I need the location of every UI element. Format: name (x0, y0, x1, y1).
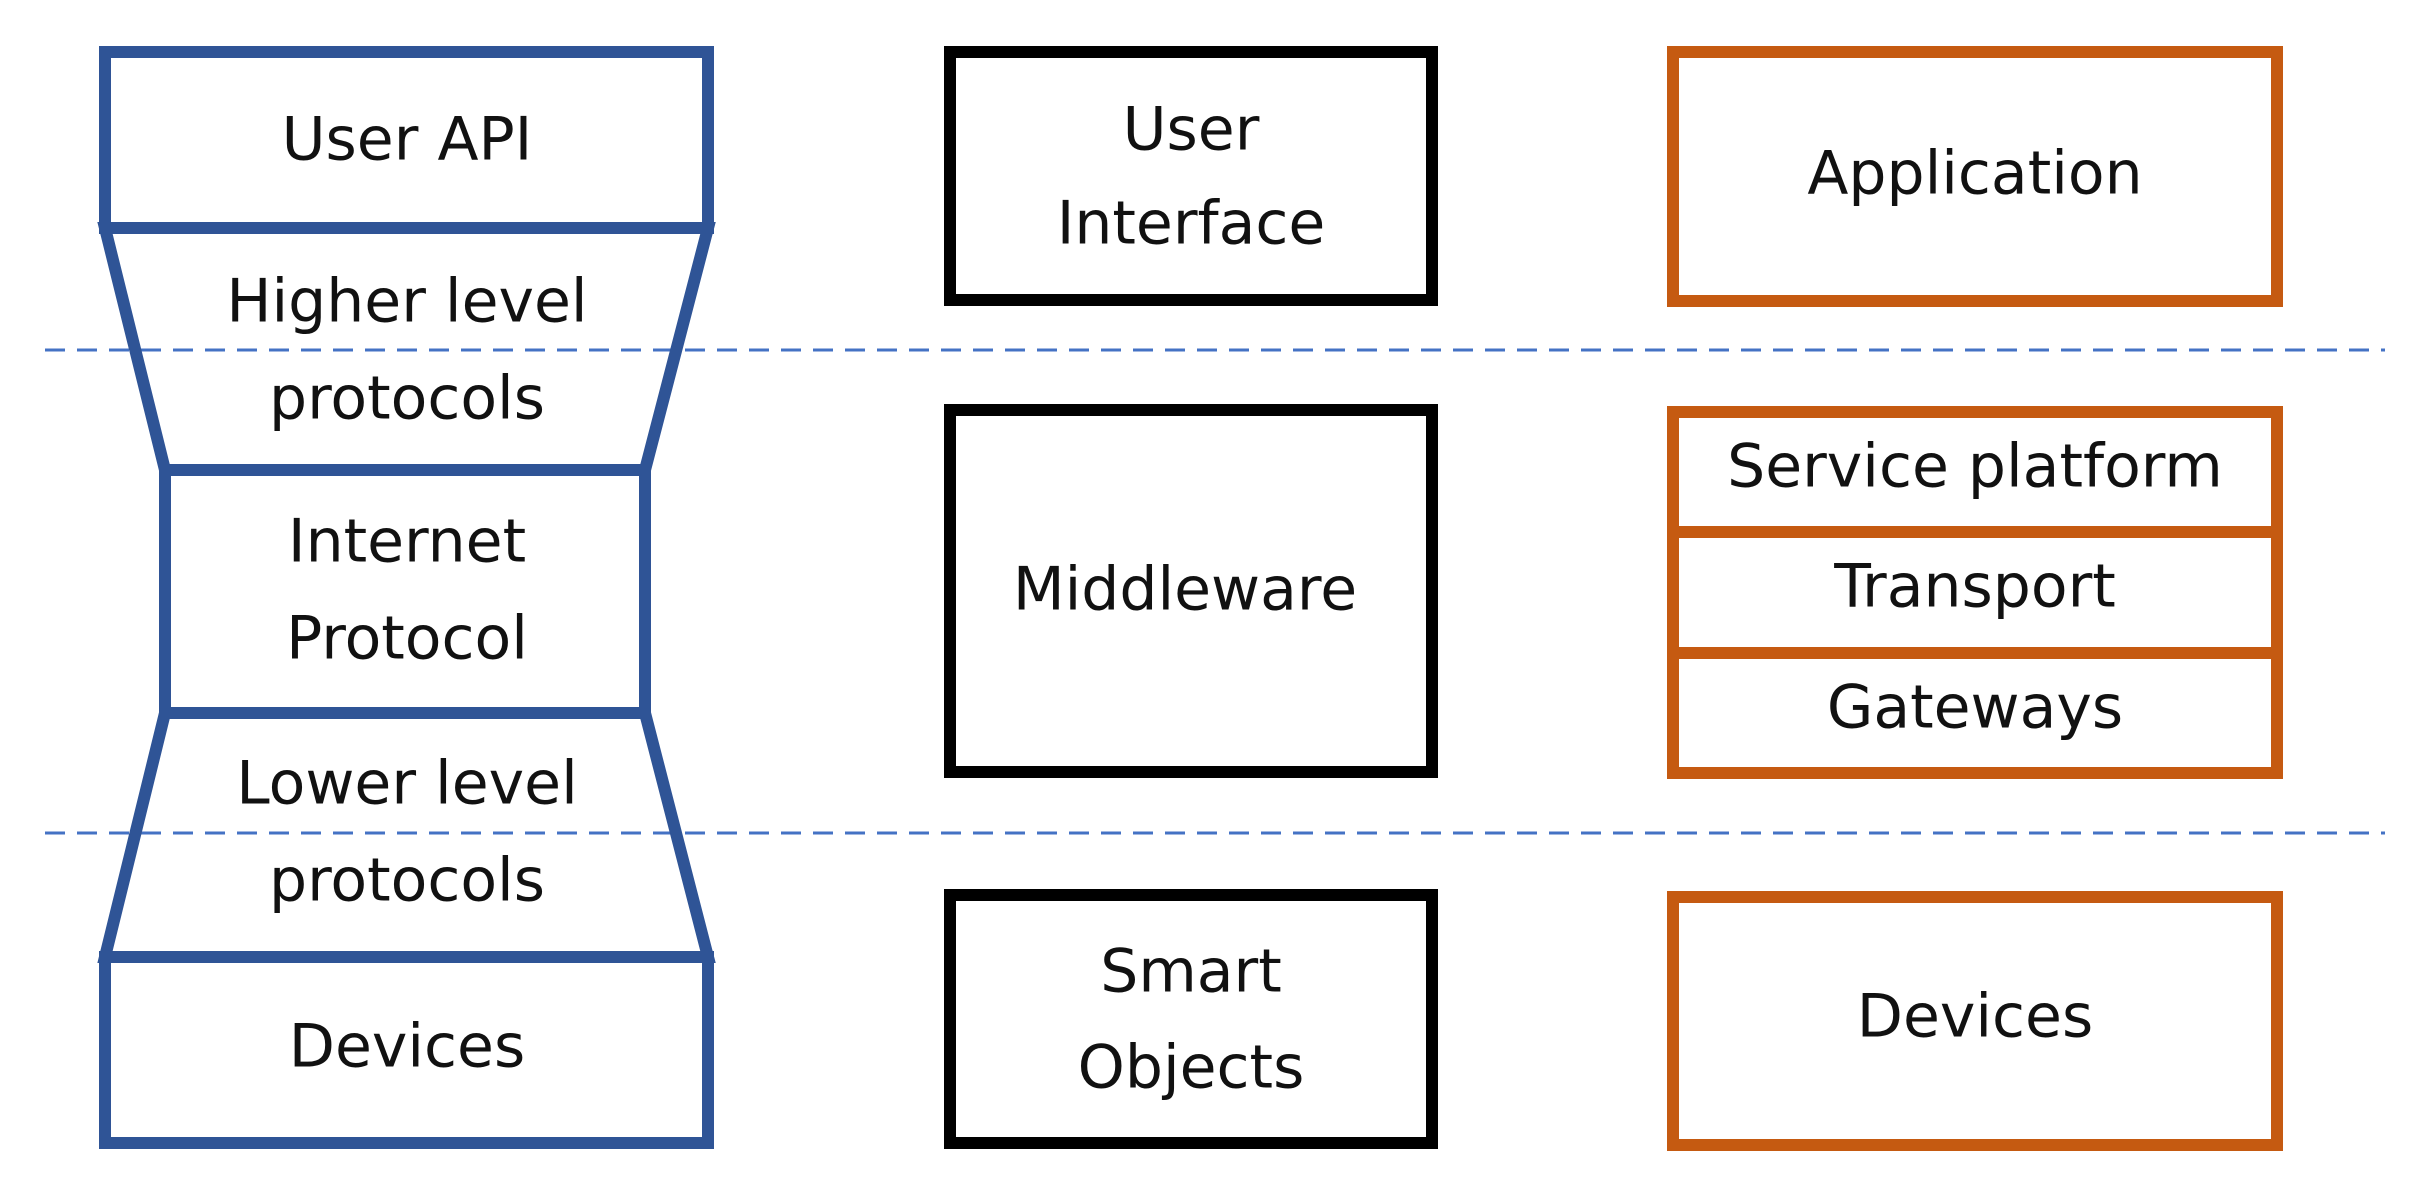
devices-box-left (99, 951, 714, 1149)
devices-box-right (1667, 891, 2283, 1151)
right-stack (1667, 46, 2283, 1151)
devices-label-left: Devices (289, 1012, 525, 1082)
lower-level-label-line1: Lower level (236, 749, 577, 819)
lower-level-label-line2: protocols (269, 846, 545, 916)
application-label: Application (1807, 139, 2142, 209)
user-interface-box (944, 46, 1438, 306)
internet-label-line2: Protocol (286, 604, 528, 674)
middleware-label: Middleware (1013, 555, 1357, 625)
internet-label-line1: Internet (288, 507, 526, 577)
higher-level-label-line2: protocols (269, 364, 545, 434)
left-hourglass-stack (97, 46, 716, 1149)
user-interface-label-line1: User (1123, 95, 1260, 165)
user-interface-label-line2: Interface (1057, 189, 1326, 259)
devices-label-right: Devices (1857, 982, 2093, 1052)
smart-objects-label-line1: Smart (1100, 937, 1282, 1007)
higher-level-label-line1: Higher level (226, 267, 587, 337)
gateways-box (1667, 647, 2283, 779)
user-api-label: User API (282, 105, 533, 175)
service-platform-label: Service platform (1727, 432, 2223, 502)
middle-stack (944, 46, 1438, 1149)
gateways-label: Gateways (1827, 673, 2123, 743)
smart-objects-box (944, 889, 1438, 1149)
application-box (1667, 46, 2283, 307)
smart-objects-label-line2: Objects (1078, 1033, 1305, 1103)
transport-label: Transport (1833, 552, 2116, 622)
middleware-box (944, 404, 1438, 778)
